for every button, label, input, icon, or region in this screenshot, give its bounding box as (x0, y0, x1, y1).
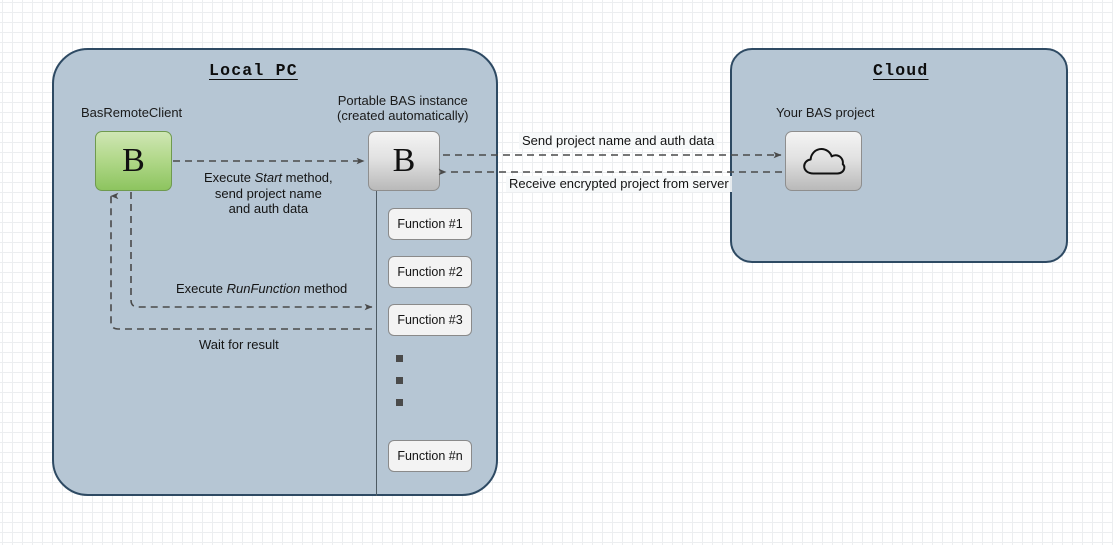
function-box[interactable]: Function #1 (388, 208, 472, 240)
bas-remote-client-node[interactable]: B (95, 131, 172, 191)
edge-label-line-1: Execute Start method, (204, 170, 333, 185)
portable-bas-instance-node[interactable]: B (368, 131, 440, 191)
cloud-icon (802, 148, 845, 175)
your-bas-project-caption: Your BAS project (776, 105, 875, 120)
edge-label-execute-start: Execute Start method, send project name … (204, 170, 333, 217)
function-box[interactable]: Function #n (388, 440, 472, 472)
edge-label-run-function: Execute RunFunction method (176, 281, 348, 296)
function-column-divider (376, 191, 377, 496)
edge-label-wait-for-result: Wait for result (199, 337, 279, 352)
edge-label-send-project: Send project name and auth data (519, 133, 718, 149)
bas-letter-glyph: B (122, 142, 145, 179)
cloud-title: Cloud (873, 61, 929, 80)
cloud-project-node[interactable] (785, 131, 862, 191)
portable-bas-caption-line-1: Portable BAS instance (337, 93, 468, 108)
ellipsis-square-icon (396, 399, 403, 406)
ellipsis-square-icon (396, 355, 403, 362)
cloud-container (730, 48, 1068, 263)
ellipsis-square-icon (396, 377, 403, 384)
edge-label-line-2: send project name (214, 185, 322, 201)
local-pc-title: Local PC (209, 61, 298, 80)
edge-label-receive-project: Receive encrypted project from server (506, 176, 732, 192)
portable-bas-instance-caption: Portable BAS instance (created automatic… (337, 93, 469, 123)
function-box[interactable]: Function #2 (388, 256, 472, 288)
function-box[interactable]: Function #3 (388, 304, 472, 336)
bas-remote-client-caption: BasRemoteClient (81, 105, 183, 120)
portable-bas-caption-line-2: (created automatically) (337, 108, 469, 123)
bas-letter-glyph: B (392, 142, 416, 179)
edge-label-line-3: and auth data (228, 201, 309, 216)
